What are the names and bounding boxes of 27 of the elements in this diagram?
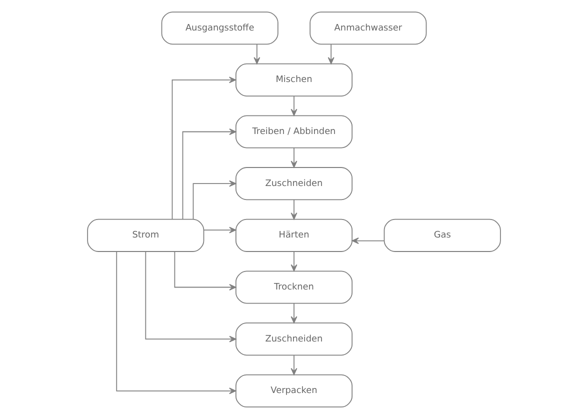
node-box: Verpacken [234, 374, 352, 408]
arrow [182, 128, 236, 220]
arrow [171, 76, 236, 220]
node-box: Härten [234, 218, 352, 252]
arrow [290, 96, 297, 116]
arrow [290, 251, 297, 272]
node-box: Gas [383, 218, 500, 252]
arrow [290, 302, 297, 324]
node-box: Trocknen [234, 270, 352, 304]
node-box: Ausgangsstoffe [160, 12, 278, 45]
arrow [290, 354, 297, 376]
node-box: Strom [86, 218, 204, 252]
node-box: Treiben / Abbinden [234, 115, 352, 148]
arrow [144, 251, 236, 342]
arrow [290, 147, 297, 168]
arrow [202, 226, 236, 234]
arrow [290, 199, 297, 220]
arrow [327, 44, 334, 64]
arrow [116, 251, 236, 394]
node-box: Zuschneiden [234, 167, 352, 200]
node-box: Zuschneiden [234, 322, 352, 356]
arrow [174, 251, 236, 290]
node-box: Anmachwasser [309, 12, 426, 45]
node-box: Mischen [234, 63, 352, 96]
arrow [192, 180, 236, 220]
arrow [351, 238, 384, 244]
arrow [253, 44, 260, 64]
